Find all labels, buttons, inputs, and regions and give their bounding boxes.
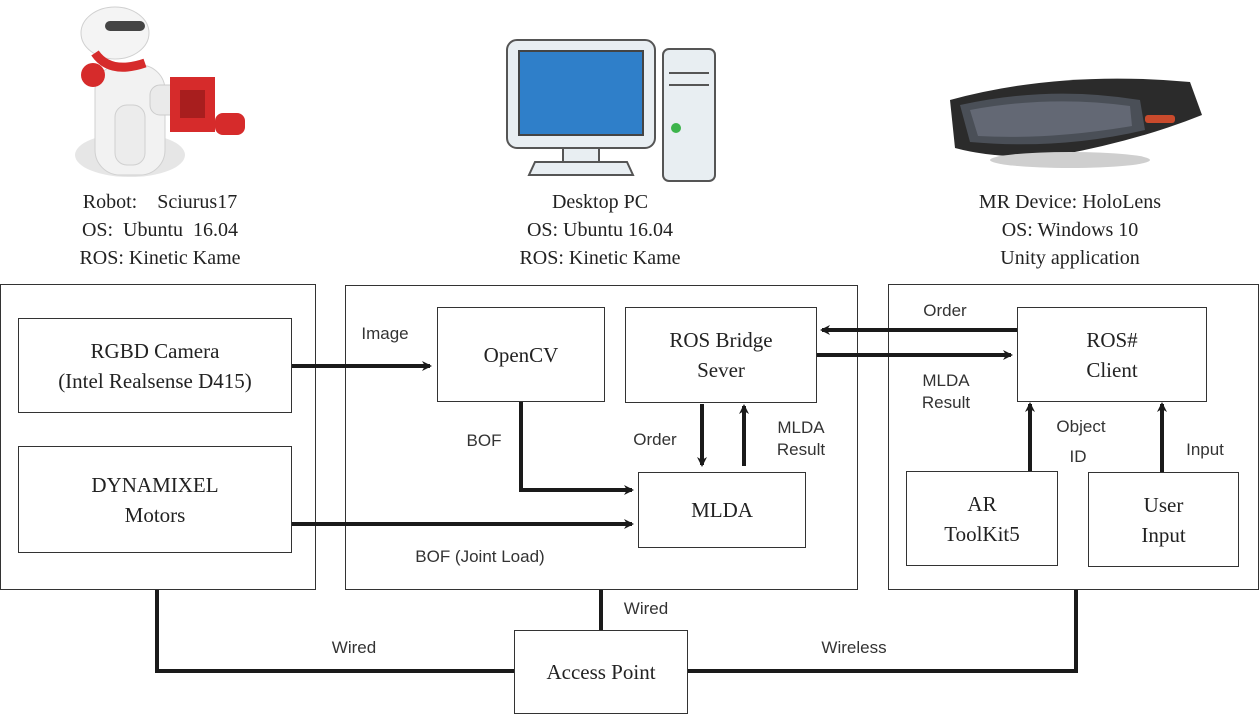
robot-name: Robot: Sciurus17	[82, 191, 238, 213]
wireless-label: Wireless	[821, 638, 887, 657]
mr-os: OS: Windows 10	[1001, 219, 1139, 241]
order-left-label: Order	[923, 301, 967, 320]
object-id-label: Object ID	[1056, 417, 1106, 466]
bof-label: BOF	[466, 431, 502, 450]
pc-name: Desktop PC	[551, 191, 649, 213]
hololens-icon	[950, 78, 1202, 168]
robot-icon	[75, 6, 245, 177]
desktop-pc-icon	[506, 39, 716, 182]
mlda-node: MLDA	[638, 472, 806, 548]
dynamixel-node: DYNAMIXEL Motors	[18, 446, 292, 553]
ros-bridge-node: ROS Bridge Sever	[625, 307, 817, 403]
user-input-node: User Input	[1088, 472, 1239, 567]
mr-app: Unity application	[1000, 247, 1140, 269]
mr-name: MR Device: HoloLens	[978, 191, 1162, 213]
rgbd-camera-node: RGBD Camera (Intel Realsense D415)	[18, 318, 292, 413]
wired-left-line	[155, 590, 514, 673]
robot-ros: ROS: Kinetic Kame	[79, 247, 241, 269]
pc-caption: Desktop PC OS: Ubuntu 16.04 ROS: Kinetic…	[460, 188, 740, 272]
wired-left-label: Wired	[331, 638, 377, 657]
bof-arrow	[519, 402, 634, 495]
robot-caption: Robot: Sciurus17 OS: Ubuntu 16.04 ROS: K…	[20, 188, 300, 272]
wireless-line	[687, 590, 1078, 673]
image-label: Image	[361, 324, 409, 343]
mr-caption: MR Device: HoloLens OS: Windows 10 Unity…	[930, 188, 1210, 272]
input-label: Input	[1186, 440, 1224, 459]
mlda-result-up-label: MLDA Result	[776, 418, 826, 459]
access-point-node: Access Point	[514, 630, 688, 714]
ar-toolkit-node: AR ToolKit5	[906, 471, 1058, 566]
wired-center-label: Wired	[623, 599, 669, 618]
pc-ros: ROS: Kinetic Kame	[519, 247, 681, 269]
robot-os: OS: Ubuntu 16.04	[81, 219, 239, 241]
opencv-node: OpenCV	[437, 307, 605, 402]
ros-client-node: ROS# Client	[1017, 307, 1207, 402]
mlda-result-right-label: MLDA Result	[921, 371, 971, 412]
pc-os: OS: Ubuntu 16.04	[526, 219, 674, 241]
order-down-label: Order	[633, 430, 677, 449]
bof-joint-label: BOF (Joint Load)	[415, 547, 545, 566]
